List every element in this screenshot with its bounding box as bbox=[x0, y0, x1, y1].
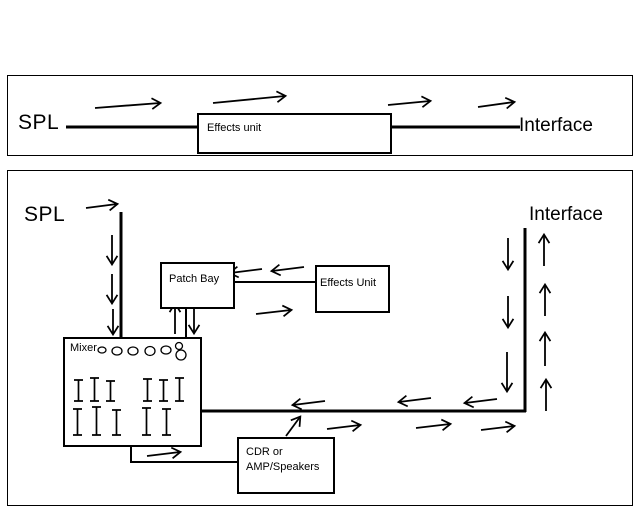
return-bus bbox=[197, 394, 526, 437]
fader bbox=[143, 378, 152, 402]
knob bbox=[174, 341, 184, 351]
flow-arrow-right bbox=[255, 304, 294, 317]
flow-arrow-left bbox=[462, 395, 498, 409]
knob bbox=[144, 345, 156, 357]
interface-label-top: Interface bbox=[519, 115, 593, 136]
flow-arrow-left bbox=[269, 263, 305, 277]
flow-arrow-left bbox=[227, 265, 263, 279]
flow-arrow-right bbox=[212, 90, 288, 104]
spl-feed bbox=[85, 198, 123, 338]
spl-label-bottom: SPL bbox=[24, 203, 66, 226]
mixer-cdr-line bbox=[130, 443, 237, 463]
knob bbox=[97, 346, 107, 354]
knob bbox=[111, 346, 123, 356]
fader bbox=[162, 408, 171, 436]
fader bbox=[106, 380, 115, 402]
interface-label-bottom: Interface bbox=[529, 204, 603, 225]
fader bbox=[142, 407, 151, 436]
patch-bay-box: Patch Bay bbox=[160, 262, 235, 309]
fader bbox=[74, 379, 83, 402]
flow-arrow-up-right bbox=[285, 415, 302, 437]
effects-unit-box-top: Effects unit bbox=[197, 113, 392, 154]
flow-arrow-right bbox=[477, 96, 517, 110]
knob bbox=[175, 349, 187, 361]
mixer-controls-graphic bbox=[73, 341, 187, 436]
interface-riser bbox=[500, 228, 553, 412]
flow-arrow-right bbox=[146, 446, 183, 460]
mixer-box: Mixer bbox=[63, 337, 202, 447]
cdr-label-line1: CDR or bbox=[246, 446, 283, 458]
mixer-knobs bbox=[97, 341, 187, 361]
knob bbox=[160, 345, 172, 355]
mixer-label: Mixer bbox=[70, 342, 97, 354]
flow-arrow-right bbox=[94, 97, 163, 110]
flow-arrow-right bbox=[415, 418, 453, 432]
fader bbox=[73, 408, 82, 436]
flow-arrow-left bbox=[396, 394, 432, 408]
spl-label-top: SPL bbox=[18, 111, 60, 134]
flow-arrow-left bbox=[290, 397, 326, 411]
mixer-cdr-link bbox=[130, 443, 237, 463]
fader bbox=[90, 377, 99, 402]
fader bbox=[112, 409, 121, 436]
knob bbox=[127, 346, 139, 356]
mixer-faders-bottom-row bbox=[73, 406, 171, 436]
flow-arrow-right bbox=[480, 420, 517, 434]
flow-arrow-right bbox=[326, 419, 363, 433]
top-diagram-frame bbox=[7, 75, 633, 156]
cdr-amp-speakers-box: CDR or AMP/Speakers bbox=[237, 437, 335, 494]
top-flow-arrows-right bbox=[94, 90, 517, 110]
mixer-faders-top-row bbox=[74, 377, 184, 402]
fader bbox=[92, 406, 101, 436]
flow-arrow-right bbox=[85, 198, 120, 212]
effects-unit-box-bottom: Effects Unit bbox=[315, 265, 390, 313]
fader bbox=[175, 377, 184, 402]
fader bbox=[159, 379, 168, 402]
flow-arrow-right bbox=[387, 95, 433, 108]
bottom-diagram-frame bbox=[7, 170, 633, 506]
cdr-label-line2: AMP/Speakers bbox=[246, 461, 320, 473]
